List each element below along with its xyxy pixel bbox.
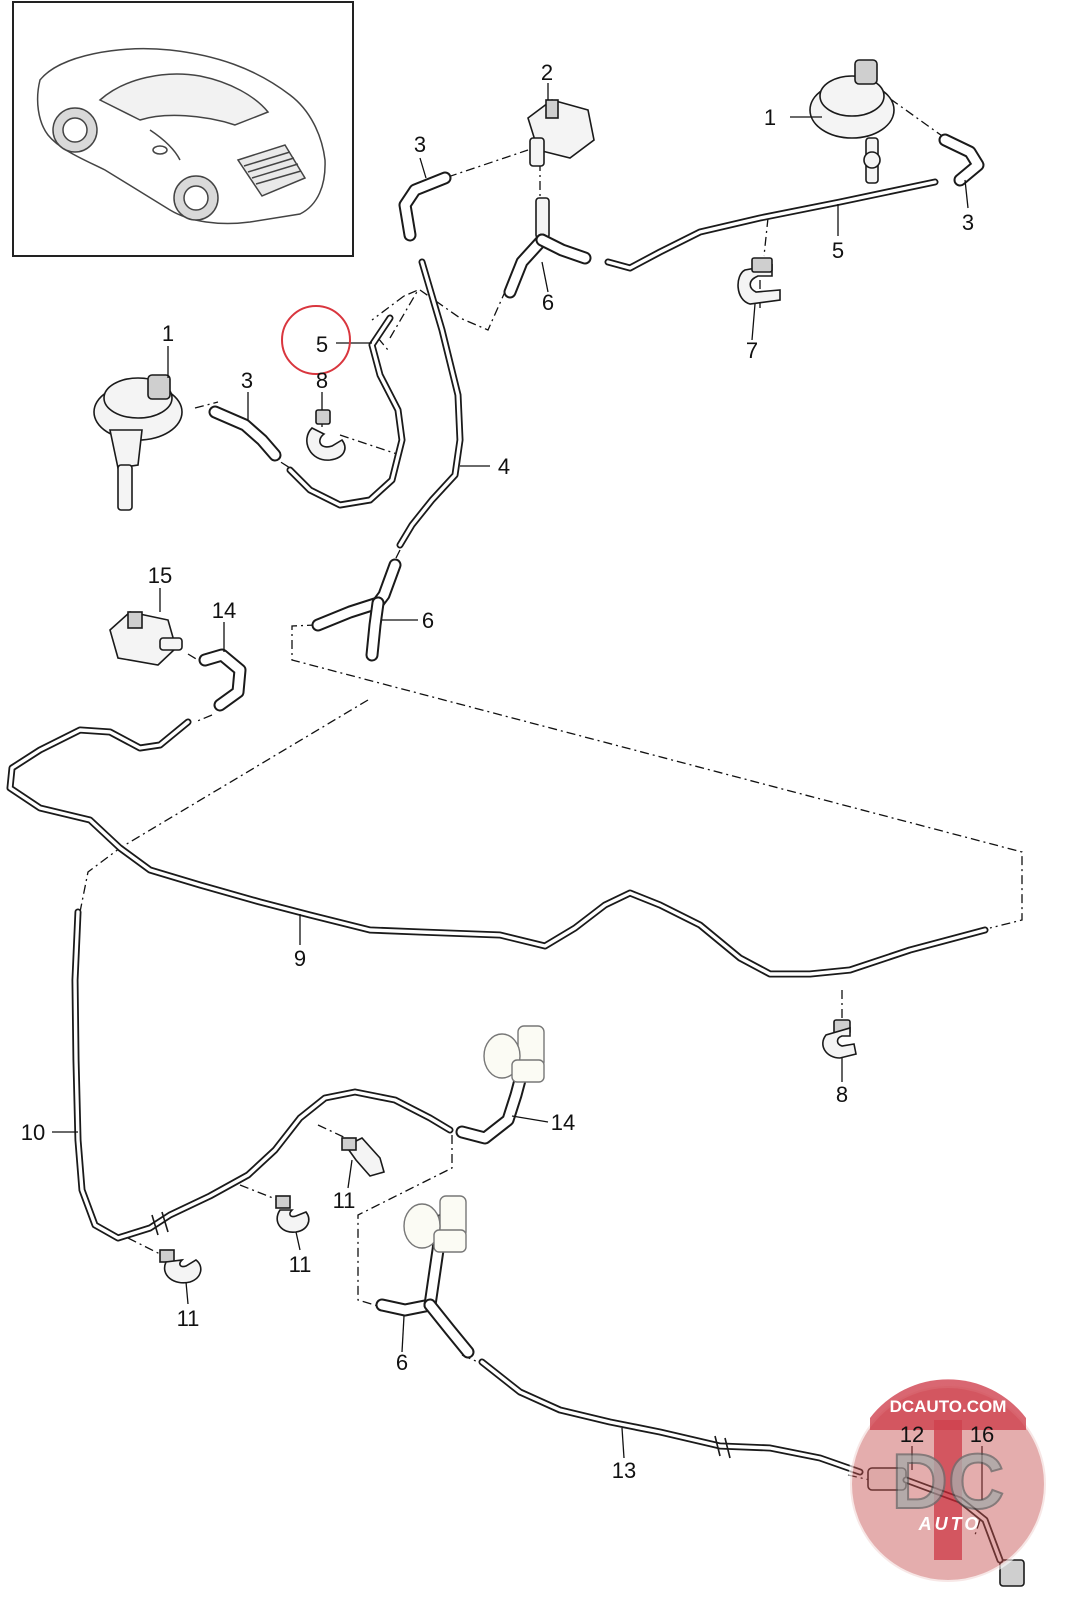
ghost-connector-lower [403, 1195, 467, 1253]
callout-15: 15 [148, 563, 172, 588]
watermark-site: DCAUTO.COM [890, 1397, 1007, 1416]
callout-4: 4 [498, 454, 510, 479]
callout-13: 13 [612, 1458, 636, 1483]
callout-11-c: 11 [177, 1306, 200, 1331]
clamp-8-lower [822, 1019, 857, 1059]
callout-3-upper: 3 [414, 132, 426, 157]
solenoid-valve-2 [527, 99, 595, 167]
vacuum-unit-left [93, 374, 183, 511]
clamp-11-a [341, 1137, 385, 1177]
watermark-word: AUTO [918, 1514, 982, 1534]
callout-8-lower: 8 [836, 1082, 848, 1107]
car-illustration [36, 48, 326, 225]
line-break-marks [151, 1211, 731, 1459]
callout-leaders [52, 83, 983, 1500]
ghost-connector-upper [483, 1025, 545, 1083]
vehicle-inset [12, 1, 354, 257]
callout-16: 16 [970, 1422, 994, 1447]
callout-14-upper: 14 [212, 598, 236, 623]
callout-3-right: 3 [962, 210, 974, 235]
callout-3-left: 3 [241, 368, 253, 393]
callout-6-middle: 6 [422, 608, 434, 633]
watermark-letters: DC [892, 1437, 1005, 1525]
callout-5-circled: 5 [316, 332, 328, 357]
callout-9: 9 [294, 946, 306, 971]
callout-14-lower: 14 [551, 1110, 575, 1135]
callout-6-upper: 6 [542, 290, 554, 315]
callout-1-left: 1 [162, 321, 174, 346]
callout-labels: 1 2 3 3 5 6 7 5 1 3 8 4 6 15 14 9 10 8 1… [21, 60, 994, 1483]
callout-10: 10 [21, 1120, 45, 1145]
end-connector-12-16 [867, 1467, 1025, 1587]
callout-2: 2 [541, 60, 553, 85]
callout-6-lower: 6 [396, 1350, 408, 1375]
clamp-11-c [159, 1249, 202, 1284]
callout-12: 12 [900, 1422, 924, 1447]
dcauto-watermark: DCAUTO.COM DC AUTO [848, 1379, 1048, 1584]
callout-7: 7 [746, 338, 758, 363]
callout-1-upper: 1 [764, 105, 776, 130]
callout-11-a: 11 [333, 1188, 356, 1213]
callout-5-right: 5 [832, 238, 844, 263]
highlight-circle [281, 305, 351, 375]
callout-11-b: 11 [289, 1252, 312, 1277]
tee-connector-middle [311, 558, 402, 662]
clamp-8-upper [306, 409, 346, 461]
vacuum-unit-upper-right [809, 59, 895, 184]
tee-connector-upper [503, 197, 592, 299]
valve-15 [109, 611, 183, 666]
clamp-11-b [275, 1195, 310, 1233]
clamp-7 [737, 257, 781, 305]
callout-8-upper: 8 [316, 368, 328, 393]
hose-lines [6, 133, 989, 1476]
